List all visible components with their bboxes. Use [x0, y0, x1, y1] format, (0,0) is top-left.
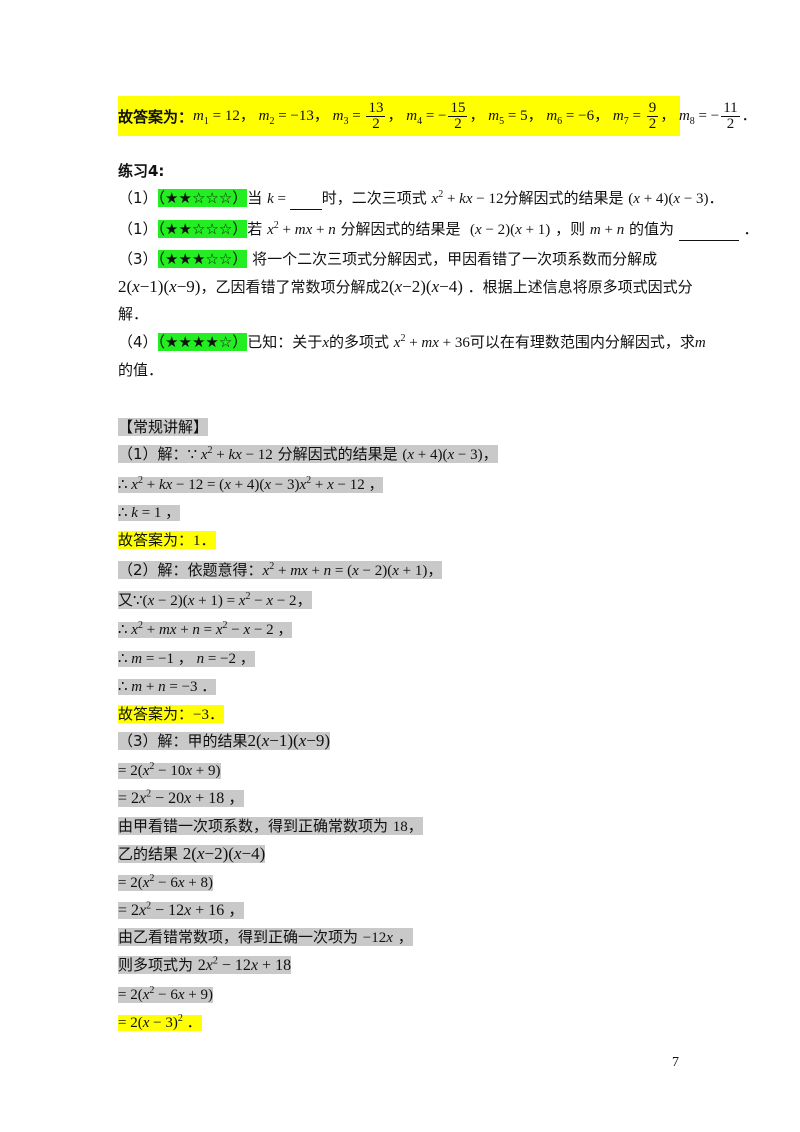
solution-1-line-1: （1）解：∵ x2 + kx − 12 分解因式的结果是 (x + 4)(x −…	[118, 445, 498, 463]
solution-3-line-1: （3）解：甲的结果2(x−1)(x−9)	[118, 731, 330, 750]
solution-3-line-11: = 2(x − 3)2 ．	[118, 1013, 202, 1031]
solution-3-line-8: 由乙看错常数项，得到正确一次项为 −12x ，	[118, 928, 413, 946]
question-2: （1）（★★☆☆☆）若 x2 + mx + n 分解因式的结果是 (x − 2)…	[118, 218, 759, 241]
difficulty-stars: （★★★☆☆）	[157, 250, 248, 268]
question-3-line-1: （3）（★★★☆☆） 将一个二次三项式分解因式，甲因看错了一次项系数而分解成	[118, 250, 658, 268]
solution-3-line-2: = 2(x2 − 10x + 9)	[118, 761, 221, 779]
solution-3-line-7: = 2x2 − 12x + 16 ，	[118, 900, 245, 919]
solution-2-line-4: ∴ m = −1 ， n = −2 ，	[118, 651, 255, 667]
answer-prefix: 故答案为：	[118, 107, 194, 126]
question-3-line-2: 2(x−1)(x−9)，乙因看错了常数项分解成2(x−2)(x−4) ．根据上述…	[118, 277, 693, 296]
solution-2-line-3: ∴ x2 + mx + n = x2 − x − 2 ，	[118, 620, 293, 638]
page-number: 7	[672, 1055, 679, 1070]
difficulty-stars: （★★☆☆☆）	[157, 189, 248, 207]
solution-3-line-5: 乙的结果 2(x−2)(x−4)	[118, 844, 266, 863]
solution-1-line-3: ∴ k = 1 ，	[118, 505, 181, 521]
exercise-title: 练习4:	[118, 162, 165, 180]
question-4-line-2: 的值．	[118, 361, 164, 379]
difficulty-stars: （★★★★☆）	[157, 333, 248, 351]
solution-3-line-10: = 2(x2 − 6x + 9)	[118, 985, 213, 1003]
solution-3-line-6: = 2(x2 − 6x + 8)	[118, 873, 213, 891]
question-3-line-3: 解．	[118, 305, 149, 323]
question-1: （1）（★★☆☆☆）当 k = 时，二次三项式 x2 + kx − 12分解因式…	[118, 187, 724, 210]
question-4-line-1: （4）（★★★★☆）已知：关于x的多项式 x2 + mx + 36可以在有理数范…	[118, 333, 706, 351]
solution-2-answer: 故答案为：−3．	[118, 705, 224, 723]
solution-2-line-2: 又∵(x − 2)(x + 1) = x2 − x − 2，	[118, 591, 312, 609]
solution-2-line-1: （2）解：依题意得：x2 + mx + n = (x − 2)(x + 1)，	[118, 561, 443, 579]
solution-1-line-2: ∴ x2 + kx − 12 = (x + 4)(x − 3)x2 + x − …	[118, 475, 384, 493]
solution-3-line-9: 则多项式为 2x2 − 12x + 18	[118, 955, 292, 974]
solution-2-line-5: ∴ m + n = −3 ．	[118, 679, 217, 695]
difficulty-stars: （★★☆☆☆）	[157, 220, 248, 238]
solution-3-line-3: = 2x2 − 20x + 18 ，	[118, 788, 245, 807]
solution-3-line-4: 由甲看错一次项系数，得到正确常数项为 18，	[118, 817, 423, 835]
solution-header: 【常规讲解】	[118, 418, 209, 436]
solution-1-answer: 故答案为：1．	[118, 531, 216, 549]
